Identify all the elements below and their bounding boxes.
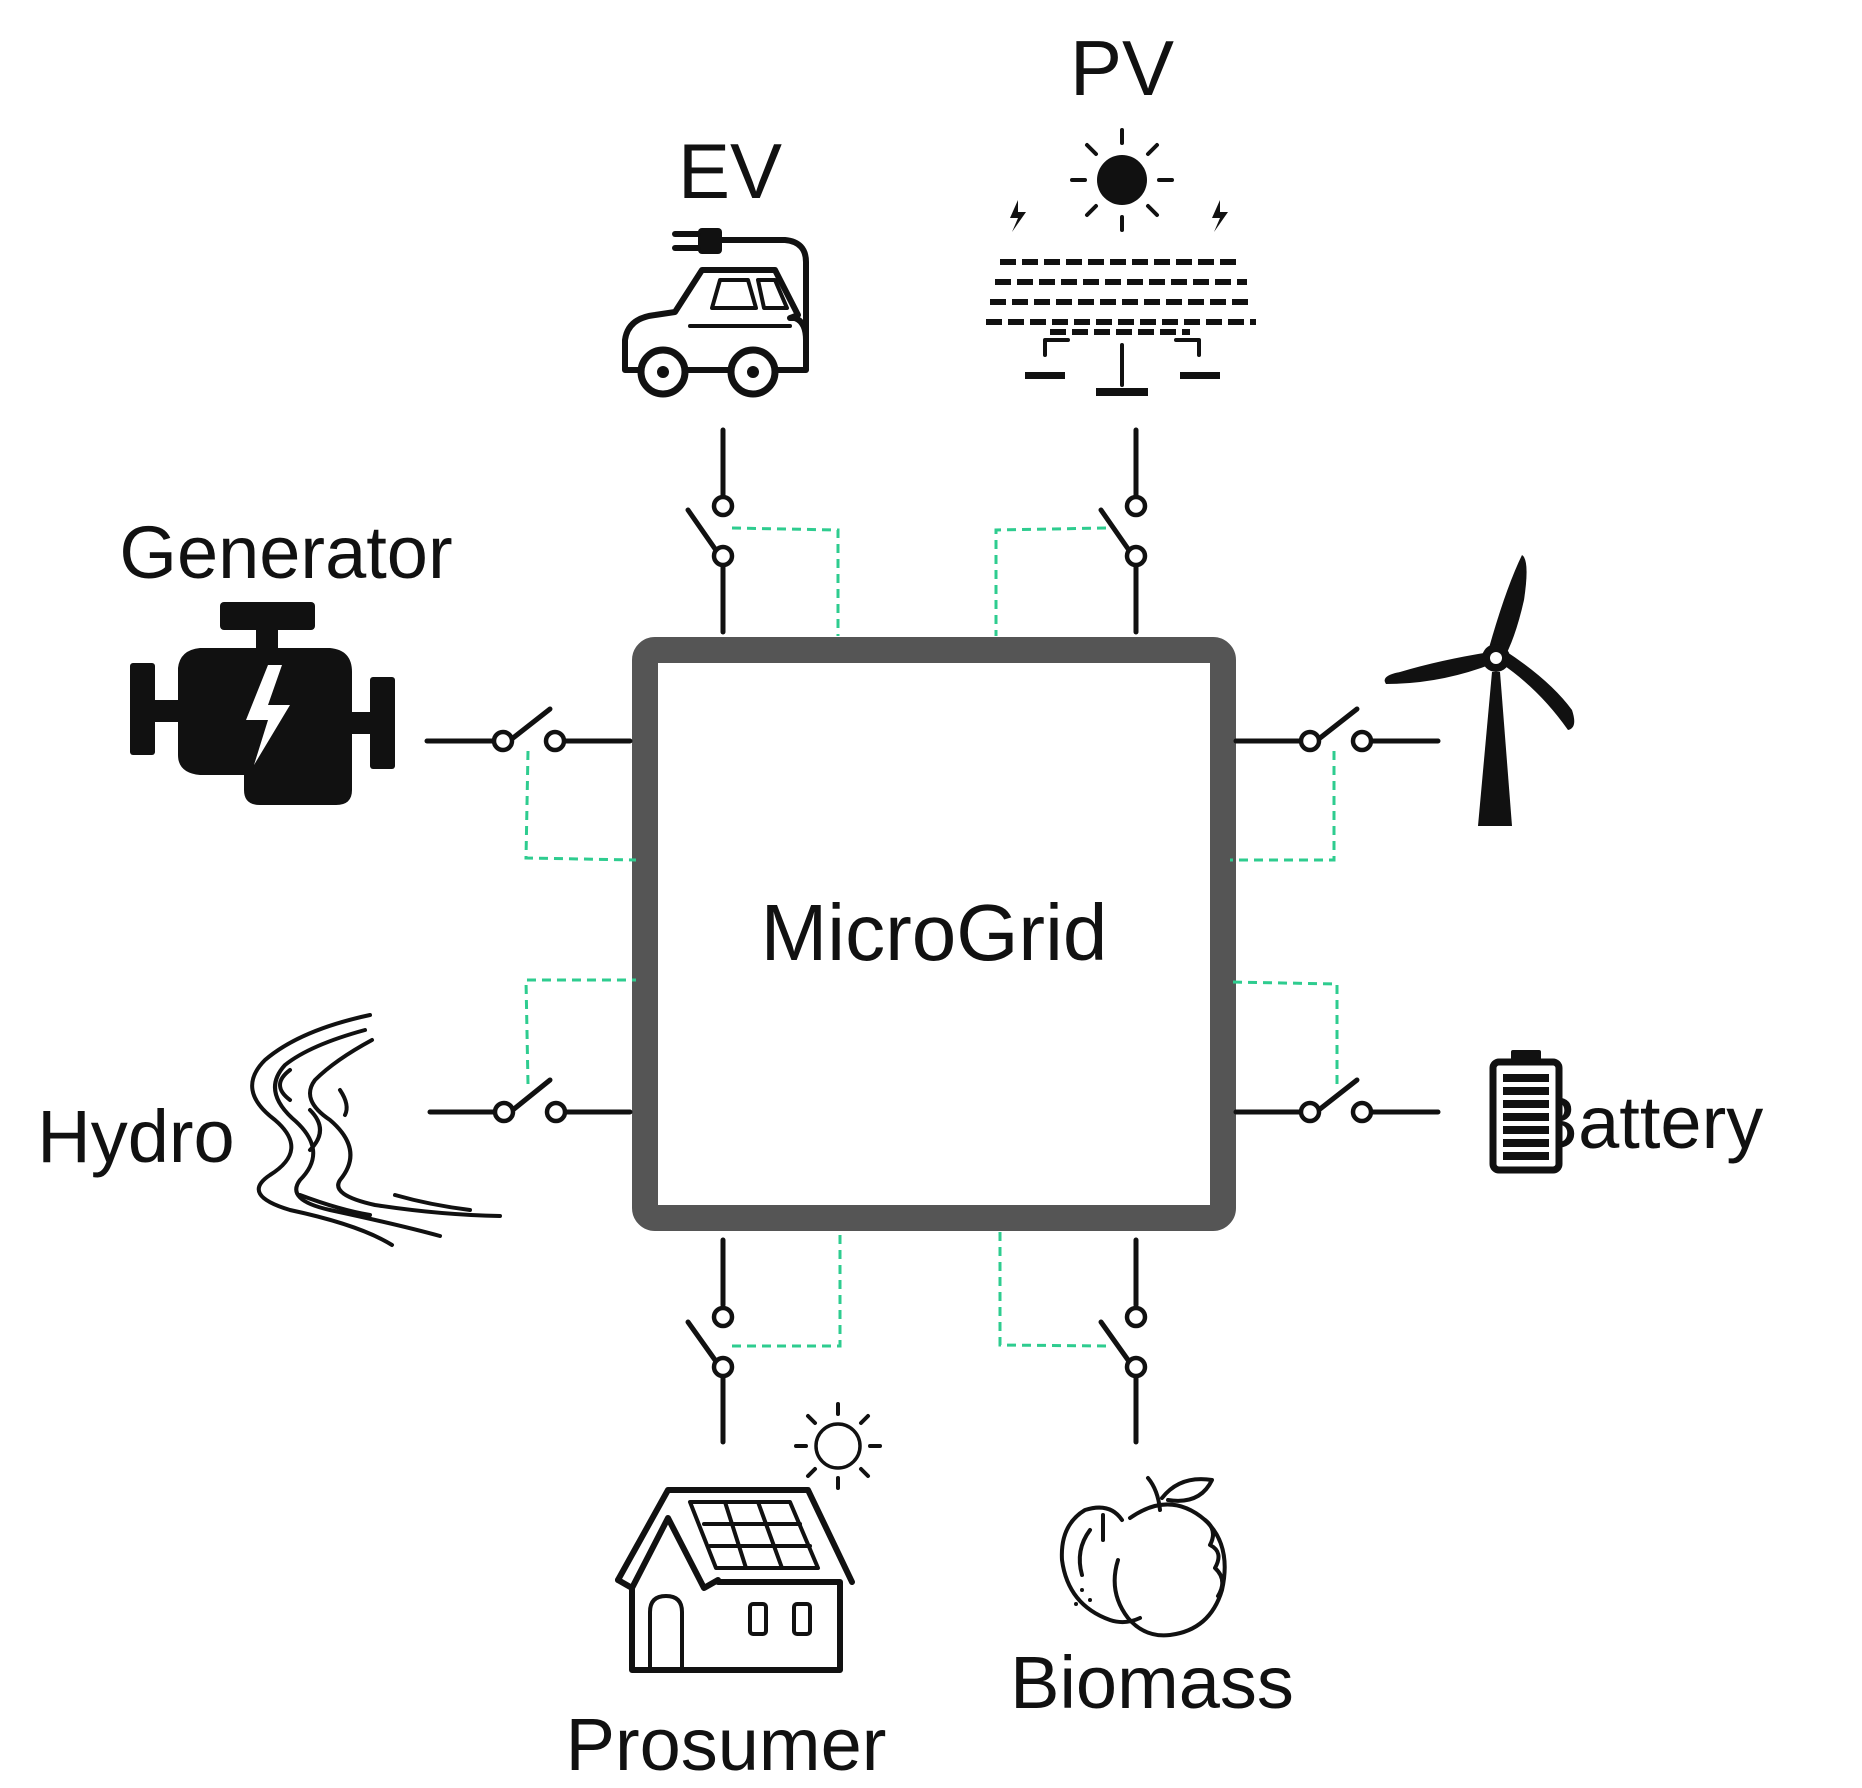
pv-label: PV <box>1070 24 1174 112</box>
generator-label: Generator <box>119 511 452 594</box>
hydro-label: Hydro <box>37 1095 234 1178</box>
microgrid-box <box>632 637 1236 1231</box>
solar-panel-icon <box>986 128 1256 396</box>
ev-label: EV <box>678 127 782 215</box>
switch-biomass <box>1098 1237 1148 1445</box>
engine-generator-icon <box>130 602 395 805</box>
solar-house-icon <box>615 1402 882 1673</box>
prosumer-label: Prosumer <box>566 1703 887 1786</box>
control-lines <box>524 526 1339 1348</box>
switch-hydro <box>427 1077 633 1124</box>
switch-wind <box>1233 706 1441 753</box>
switch-prosumer <box>685 1237 735 1445</box>
switch-pv <box>1098 427 1148 635</box>
battery-icon <box>1489 1050 1563 1174</box>
wind-turbine-icon <box>1384 555 1575 826</box>
biomass-label: Biomass <box>1010 1641 1294 1724</box>
battery-label: Battery <box>1529 1081 1763 1164</box>
apple-icon <box>1059 1476 1227 1638</box>
switch-generator <box>424 706 633 753</box>
switch-ev <box>685 427 735 635</box>
river-icon <box>250 1013 502 1247</box>
electric-car-icon <box>622 228 809 398</box>
switch-battery <box>1233 1077 1441 1124</box>
microgrid-label: MicroGrid <box>761 888 1108 977</box>
